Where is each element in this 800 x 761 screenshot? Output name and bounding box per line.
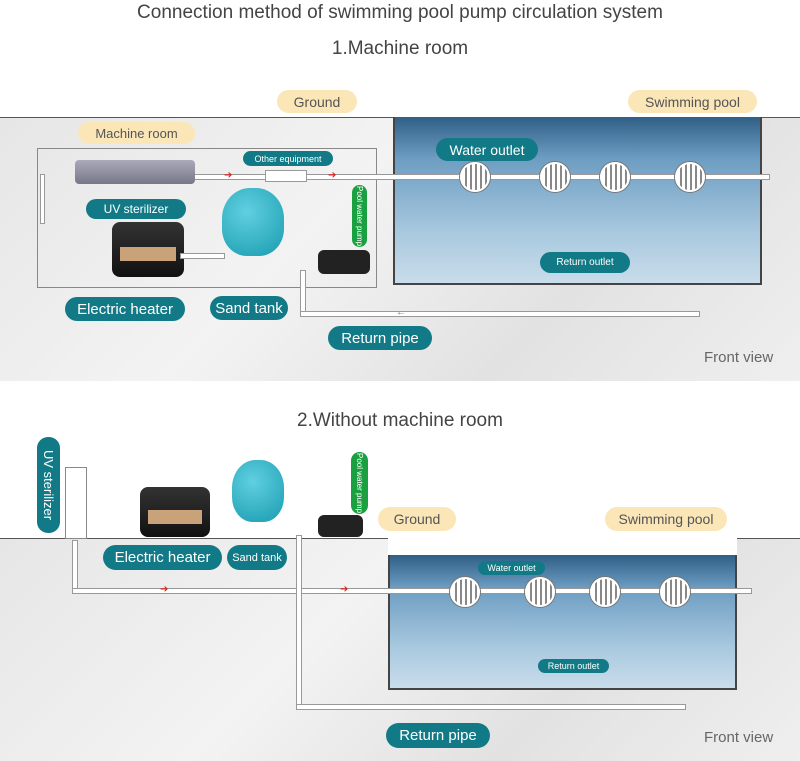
return-pipe-label: Return pipe	[328, 326, 432, 350]
pool-water-pump-label: Pool water pump	[351, 452, 368, 514]
electric-heater-label: Electric heater	[65, 297, 185, 321]
electric-heater-device	[112, 222, 184, 277]
sand-tank-device	[232, 460, 284, 522]
pool-water-pump-device	[318, 515, 363, 537]
front-view-label: Front view	[704, 349, 774, 366]
pipe	[300, 270, 306, 315]
return-outlet-label: Return outlet	[540, 252, 630, 273]
other-equipment-label: Other equipment	[243, 151, 333, 166]
water-outlet-icon	[660, 577, 690, 607]
flow-arrow-icon: ←	[396, 307, 406, 318]
front-view-label: Front view	[704, 729, 774, 746]
return-pipe	[300, 311, 700, 317]
swimming-pool-label: Swimming pool	[628, 90, 757, 113]
pipe	[72, 540, 78, 590]
sand-tank-label: Sand tank	[227, 545, 287, 570]
machine-room-box	[37, 148, 377, 288]
flow-arrow-icon: ➔	[328, 170, 337, 181]
pipe	[40, 174, 45, 224]
pipe	[296, 535, 302, 710]
uv-sterilizer-label: UV sterilizer	[37, 437, 60, 533]
water-outlet-label: Water outlet	[478, 561, 545, 575]
ground-label: Ground	[378, 507, 456, 531]
return-outlet-label: Return outlet	[538, 659, 609, 673]
outlet-pipe	[72, 588, 752, 594]
water-outlet-icon	[590, 577, 620, 607]
return-pipe	[296, 704, 686, 710]
sand-tank-label: Sand tank	[210, 296, 288, 320]
sand-tank-device	[222, 188, 284, 256]
pool-top-gap	[388, 538, 737, 555]
section2-title: 2.Without machine room	[297, 410, 503, 431]
flow-arrow-icon: ➔	[224, 170, 233, 181]
flow-arrow-icon: ➔	[340, 584, 349, 595]
pipe	[180, 253, 225, 259]
water-outlet-icon	[525, 577, 555, 607]
uv-sterilizer-device	[65, 467, 87, 539]
water-outlet-icon	[675, 162, 705, 192]
machine-room-label: Machine room	[78, 122, 195, 144]
other-equipment-device	[265, 170, 307, 182]
water-outlet-icon	[460, 162, 490, 192]
return-pipe-label: Return pipe	[386, 723, 490, 748]
pool-water-pump-device	[318, 250, 370, 274]
electric-heater-label: Electric heater	[103, 545, 222, 570]
uv-sterilizer-label: UV sterilizer	[86, 199, 186, 219]
water-outlet-label: Water outlet	[436, 138, 538, 161]
uv-sterilizer-device	[75, 160, 195, 184]
electric-heater-device	[140, 487, 210, 537]
flow-arrow-icon: ➔	[160, 584, 169, 595]
section1-title: 1.Machine room	[331, 38, 469, 59]
water-outlet-icon	[600, 162, 630, 192]
water-outlet-icon	[540, 162, 570, 192]
pool-water-pump-label: Pool water pump	[352, 185, 367, 247]
main-title: Connection method of swimming pool pump …	[137, 2, 663, 23]
ground-label: Ground	[277, 90, 357, 113]
water-outlet-icon	[450, 577, 480, 607]
swimming-pool-label: Swimming pool	[605, 507, 727, 531]
